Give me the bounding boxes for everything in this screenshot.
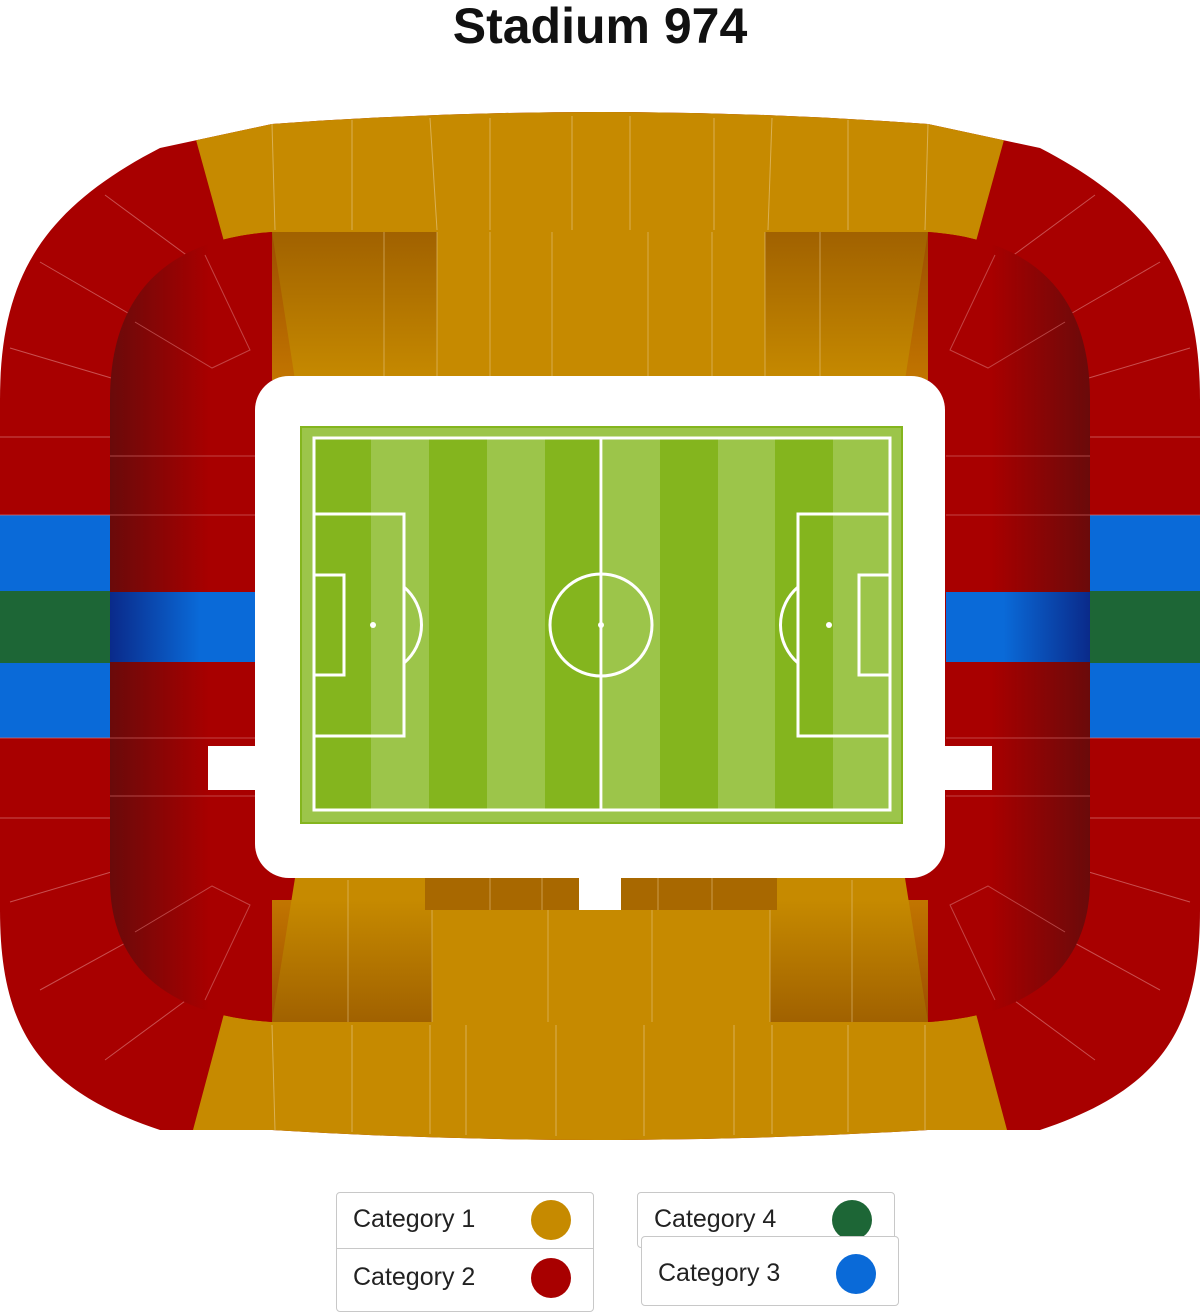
upper-tier-south-category-1[interactable] — [185, 1010, 1015, 1160]
outer-section-dividers — [271, 116, 929, 1136]
legend-label: Category 3 — [658, 1259, 781, 1287]
upper-east-category-4[interactable] — [1090, 591, 1200, 663]
upper-west-category-4[interactable] — [0, 591, 112, 663]
legend-left: Category 1 Category 2 — [336, 1192, 594, 1312]
legend-right-bottom: Category 3 — [641, 1236, 899, 1306]
lower-south-corner-west[interactable] — [272, 900, 432, 1022]
legend-item-category-1[interactable]: Category 1 — [337, 1193, 593, 1249]
upper-west-category-3-a[interactable] — [0, 515, 112, 591]
lower-south-corner-east[interactable] — [770, 900, 928, 1022]
lower-east-category-3[interactable] — [946, 592, 1090, 662]
upper-east-category-3-a[interactable] — [1090, 515, 1200, 591]
inner-section-dividers — [347, 232, 853, 1022]
pitch-spots — [370, 622, 832, 628]
legend-item-category-3[interactable]: Category 3 — [642, 1237, 898, 1294]
legend-item-category-4[interactable]: Category 4 — [638, 1193, 894, 1249]
legend-label: Category 1 — [353, 1205, 476, 1233]
legend-item-category-2[interactable]: Category 2 — [337, 1248, 593, 1304]
east-tunnel — [940, 746, 992, 790]
category-2-swatch — [531, 1258, 571, 1298]
upper-west-category-3-b[interactable] — [0, 663, 112, 738]
lower-north-corner-west[interactable] — [272, 232, 437, 380]
legend-label: Category 2 — [353, 1263, 476, 1291]
outer-red-dividers — [0, 194, 1200, 1061]
category-3-swatch — [836, 1254, 876, 1294]
south-tunnel — [579, 870, 621, 910]
legend-label: Category 4 — [654, 1205, 777, 1233]
upper-east-category-3-b[interactable] — [1090, 663, 1200, 738]
lower-south-category-1[interactable] — [272, 878, 928, 1022]
lower-west-category-3[interactable] — [110, 592, 260, 662]
inner-red-dividers — [110, 254, 1090, 1001]
page-title: Stadium 974 — [452, 0, 748, 54]
upper-tier-north-category-1[interactable] — [185, 100, 1015, 245]
pitch-markings — [312, 436, 892, 812]
lower-north-corner-east[interactable] — [765, 232, 928, 380]
west-tunnel — [208, 746, 260, 790]
category-4-swatch — [832, 1200, 872, 1240]
category-1-swatch — [531, 1200, 571, 1240]
